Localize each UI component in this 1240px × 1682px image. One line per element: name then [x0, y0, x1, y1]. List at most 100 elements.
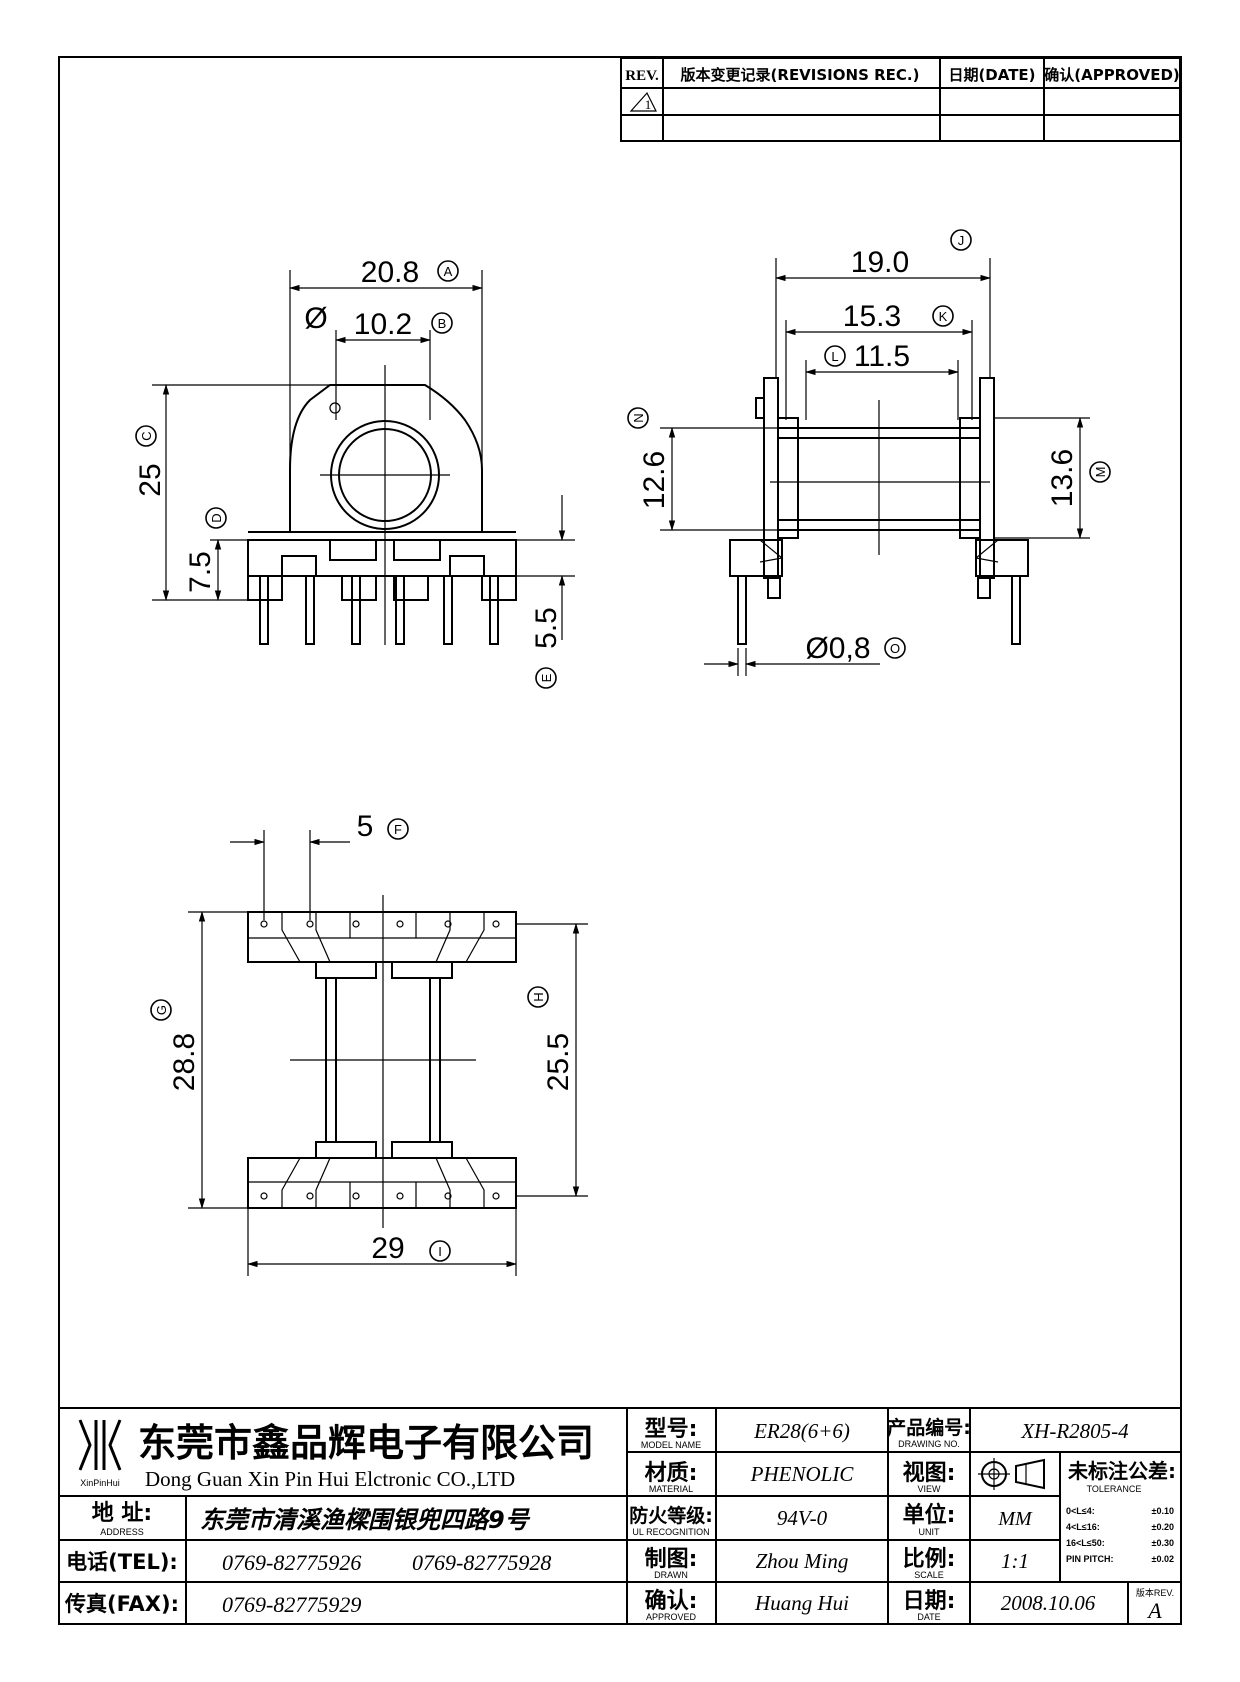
ul-label: 防火等级:: [629, 1504, 713, 1527]
material-label: 材质:: [645, 1461, 698, 1486]
version-label: 版本REV.: [1136, 1587, 1174, 1598]
unit-label-en: UNIT: [919, 1527, 940, 1537]
dim-C-value: 25: [134, 463, 167, 496]
svg-text:K: K: [939, 309, 948, 324]
svg-text:F: F: [394, 822, 402, 837]
dim-M-callout: M: [1089, 461, 1111, 483]
dim-M-value: 13.6: [1046, 449, 1079, 507]
company-name-cn: 东莞市鑫品辉电子有限公司: [138, 1421, 594, 1465]
drawn-value: Zhou Ming: [756, 1549, 849, 1573]
dim-J-callout: J: [950, 229, 972, 251]
tolerance-range-2: 4<L≤16:: [1066, 1522, 1100, 1532]
drawing-no-label-en: DRAWING NO.: [898, 1439, 960, 1449]
svg-text:B: B: [438, 316, 447, 331]
tolerance-value-4: ±0.02: [1152, 1554, 1174, 1564]
tolerance-range-1: 0<L≤4:: [1066, 1506, 1095, 1516]
side-view: 19.0 J 15.3 K 11.5 L 12.6 N: [627, 229, 1111, 676]
dim-N-callout: N: [627, 407, 649, 429]
svg-text:I: I: [438, 1244, 442, 1259]
date-header: 日期(DATE): [948, 66, 1035, 84]
dim-H-value: 25.5: [542, 1033, 575, 1091]
dim-B-prefix: Ø: [304, 302, 327, 335]
fax-label: 传真(FAX):: [64, 1592, 179, 1616]
svg-text:N: N: [631, 413, 646, 422]
svg-text:1: 1: [645, 97, 652, 112]
company-name-en: Dong Guan Xin Pin Hui Elctronic CO.,LTD: [145, 1467, 515, 1491]
dim-E-callout: E: [535, 667, 557, 689]
company-logo: XinPinHui: [78, 1419, 122, 1488]
dim-D-callout: D: [205, 507, 227, 529]
drawing-no-value: XH-R2805-4: [1020, 1419, 1129, 1443]
dim-O-callout: O: [884, 637, 906, 659]
tel-1: 0769-82775926: [222, 1550, 361, 1575]
unit-label: 单位:: [903, 1502, 956, 1528]
dim-K-value: 15.3: [843, 300, 901, 333]
dim-F-value: 5: [357, 810, 374, 843]
address-label: 地 址:: [92, 1501, 152, 1526]
tel-label: 电话(TEL):: [66, 1550, 178, 1574]
date-label-en: DATE: [917, 1612, 940, 1622]
model-label: 型号:: [645, 1417, 698, 1442]
dim-I-callout: I: [429, 1240, 451, 1262]
approved-label-en: APPROVED: [646, 1612, 697, 1622]
dim-D-value: 7.5: [184, 551, 217, 593]
tel-2: 0769-82775928: [412, 1550, 551, 1575]
tolerance-label: 未标注公差:: [1068, 1459, 1176, 1483]
bottom-view: 5 F 28.8 G 25.5 H 29 I: [150, 810, 588, 1276]
revisions-header: 版本变更记录(REVISIONS REC.): [681, 66, 920, 84]
svg-text:G: G: [154, 1005, 169, 1015]
address-value: 东莞市清溪渔樑围银兜四路9号: [200, 1506, 531, 1534]
drawing-no-label: 产品编号:: [887, 1416, 971, 1439]
dim-F-callout: F: [387, 818, 409, 840]
revision-table: REV. 版本变更记录(REVISIONS REC.) 日期(DATE) 确认(…: [620, 57, 1181, 142]
ul-label-en: UL RECOGNITION: [632, 1527, 709, 1537]
svg-text:J: J: [958, 233, 965, 248]
tolerance-value-1: ±0.10: [1152, 1506, 1174, 1516]
dim-H-callout: H: [527, 986, 549, 1008]
tolerance-value-3: ±0.30: [1152, 1538, 1174, 1548]
svg-text:XinPinHui: XinPinHui: [80, 1478, 120, 1488]
dim-C-callout: C: [135, 425, 157, 447]
view-label-en: VIEW: [917, 1484, 941, 1494]
dim-I-value: 29: [371, 1232, 404, 1265]
dim-A-callout: A: [437, 260, 459, 282]
svg-text:O: O: [890, 641, 900, 656]
material-label-en: MATERIAL: [649, 1484, 693, 1494]
version-value: A: [1146, 1598, 1162, 1623]
dim-O-value: Ø0,8: [805, 632, 870, 665]
scale-label-en: SCALE: [914, 1570, 944, 1580]
dim-G-value: 28.8: [168, 1033, 201, 1091]
dim-G-callout: G: [150, 999, 172, 1021]
drawn-label-en: DRAWN: [654, 1570, 688, 1580]
tolerance-label-en: TOLERANCE: [1087, 1484, 1142, 1494]
unit-value: MM: [997, 1508, 1033, 1530]
dim-B-value: 10.2: [354, 308, 412, 341]
rev-header: REV.: [625, 68, 659, 84]
dim-N-value: 12.6: [638, 451, 671, 509]
date-label: 日期:: [903, 1589, 956, 1614]
fax-value: 0769-82775929: [222, 1592, 361, 1617]
rev-triangle-icon: 1: [629, 91, 657, 112]
svg-text:C: C: [139, 431, 154, 440]
sheet-border: [58, 56, 1182, 1625]
approved-value: Huang Hui: [754, 1591, 849, 1615]
drawn-label: 制图:: [645, 1547, 698, 1572]
model-label-en: MODEL NAME: [641, 1440, 701, 1450]
material-value: PHENOLIC: [750, 1462, 855, 1486]
dim-A-value: 20.8: [361, 256, 419, 289]
svg-text:H: H: [531, 992, 546, 1001]
projection-symbol-icon: [978, 1458, 1045, 1490]
ul-value: 94V-0: [777, 1506, 828, 1530]
dim-J-value: 19.0: [851, 246, 909, 279]
dim-L-value: 11.5: [854, 340, 910, 373]
tolerance-range-3: 16<L≤50:: [1066, 1538, 1105, 1548]
dim-B-callout: B: [431, 312, 453, 334]
date-value: 2008.10.06: [1001, 1591, 1096, 1615]
approved-label: 确认:: [645, 1588, 698, 1614]
title-block: XinPinHui 东莞市鑫品辉电子有限公司 Dong Guan Xin Pin…: [58, 1407, 1182, 1625]
svg-text:E: E: [539, 673, 554, 682]
model-value: ER28(6+6): [753, 1419, 850, 1443]
dim-L-callout: L: [824, 345, 846, 367]
scale-value: 1:1: [1001, 1549, 1029, 1573]
tolerance-value-2: ±0.20: [1152, 1522, 1174, 1532]
